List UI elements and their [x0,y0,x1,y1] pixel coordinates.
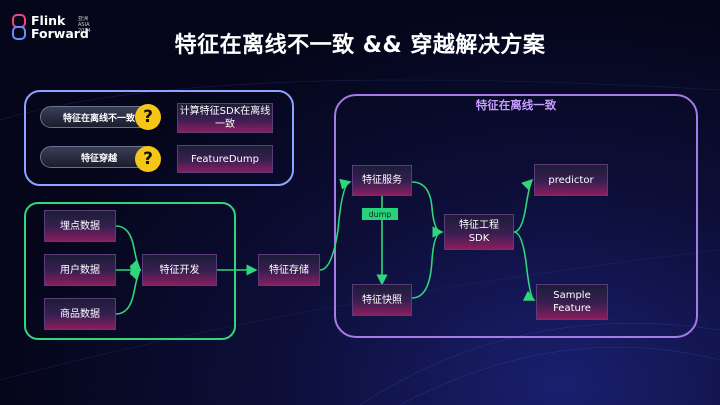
answer-node-featuredump: FeatureDump [177,145,273,173]
logo-sub3: 2024 [78,28,91,34]
node-product-data: 商品数据 [44,298,116,330]
consistency-panel-title: 特征在离线一致 [475,98,557,112]
node-predictor: predictor [534,164,608,196]
consistency-panel [334,94,698,338]
data-source-panel [24,202,236,340]
slide-title: 特征在离线不一致 && 穿越解决方案 [174,33,546,58]
node-user-data: 用户数据 [44,254,116,286]
node-feature-store: 特征存储 [258,254,320,286]
flink-forward-logo: Flink Forward [12,14,89,40]
question-icon: ? [135,104,161,130]
edge-sdk-sample [513,231,536,301]
logo-line1: Flink [31,13,66,28]
node-feature-sdk: 特征工程 SDK [444,214,514,250]
dump-badge: dump [362,208,398,220]
logo-line2: Forward [31,26,89,41]
edge-goods-dev [115,268,142,315]
node-feature-dev: 特征开发 [142,254,217,286]
flink-logo-icon [12,14,26,40]
logo-sub: 亚洲 ASIA 2024 [78,16,91,34]
edge-snapshot-sdk [411,226,444,299]
answer-node-sdk: 计算特征SDK在离线一致 [177,103,273,133]
node-feature-snapshot: 特征快照 [352,284,412,316]
logo-sub1: 亚洲 [78,16,89,22]
node-feature-service: 特征服务 [352,165,412,196]
problem-panel [24,90,294,186]
logo-text: Flink Forward [31,14,89,40]
node-tracking-data: 埋点数据 [44,210,116,242]
edge-service-sdk [411,181,444,238]
logo-sub2: ASIA [78,22,90,28]
node-sample-feature: Sample Feature [536,284,608,320]
edge-maidian-dev [115,225,142,272]
edge-store-service [319,178,352,271]
question-icon: ? [135,146,161,172]
edge-sdk-predictor [513,178,534,233]
